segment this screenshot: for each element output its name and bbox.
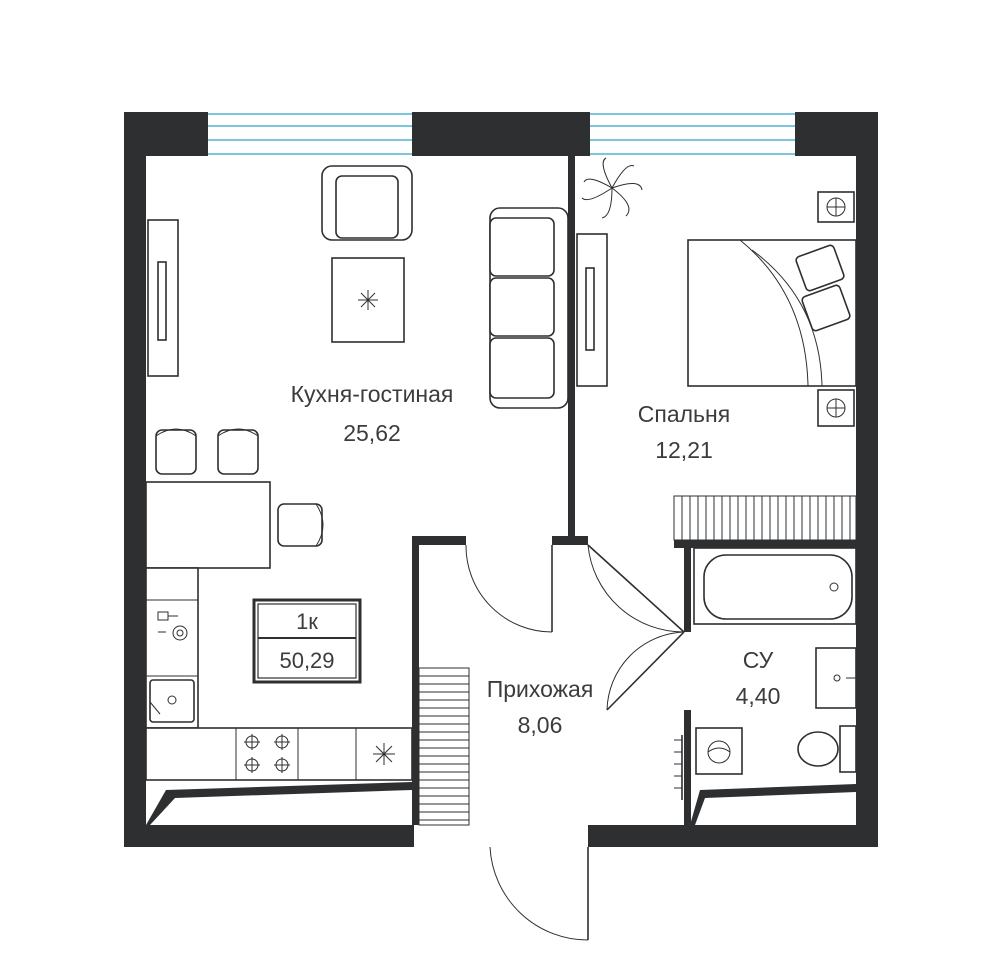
- bedroom-wardrobe: [576, 233, 608, 387]
- wall-bath-top: [674, 540, 856, 548]
- wall-hall-top-left: [412, 536, 466, 545]
- door-bedroom: [587, 544, 685, 633]
- apartment-total-area: 50,29: [279, 648, 334, 673]
- nightstand-bottom: [817, 389, 855, 427]
- room-labels: Кухня-гостиная 25,62 Спальня 12,21 Прихо…: [291, 381, 781, 738]
- wall-loggia-right: [690, 784, 856, 825]
- nightstand-top: [817, 191, 855, 223]
- window-kitchen: [208, 113, 412, 155]
- apartment-type: 1к: [296, 609, 318, 634]
- room-bathroom-area: 4,40: [736, 683, 781, 709]
- hallway-furniture: [418, 667, 683, 826]
- kitchen-sink: [149, 679, 195, 723]
- plant: [581, 157, 643, 219]
- apartment-summary-badge: 1к 50,29: [252, 598, 362, 684]
- wall-top-middle: [412, 112, 590, 156]
- window-bedroom: [590, 113, 795, 155]
- coffee-table: [331, 257, 405, 343]
- door-kitchen: [465, 544, 553, 633]
- dishwasher: [157, 611, 188, 641]
- room-kitchen-area: 25,62: [343, 420, 401, 446]
- wall-hall-top-right: [552, 536, 588, 545]
- windows: [208, 113, 795, 155]
- wall-bottom-left: [124, 825, 414, 847]
- bedroom-radiator: [673, 495, 857, 541]
- room-hallway-name: Прихожая: [487, 676, 594, 702]
- chair-2: [217, 428, 259, 475]
- bed: [687, 239, 857, 387]
- room-hallway-area: 8,06: [518, 712, 563, 738]
- wall-partition-bedroom: [568, 156, 575, 536]
- room-kitchen-name: Кухня-гостиная: [291, 381, 454, 407]
- armchair: [321, 165, 413, 241]
- fridge: [373, 743, 395, 765]
- toilet: [797, 725, 857, 773]
- room-bedroom-area: 12,21: [655, 437, 713, 463]
- bathtub: [693, 547, 857, 625]
- wall-right: [856, 112, 878, 847]
- room-bedroom-name: Спальня: [638, 401, 730, 427]
- door-bathroom: [606, 631, 685, 711]
- washing-machine: [695, 727, 743, 775]
- wall-bottom-right: [588, 825, 878, 847]
- wall-bath-left-upper: [684, 540, 691, 632]
- bathroom-fixtures: [693, 547, 857, 775]
- door-entrance: [489, 846, 589, 941]
- wall-bath-left-lower: [684, 710, 691, 825]
- walls: [124, 112, 878, 847]
- stove: [244, 734, 290, 773]
- doors: [465, 544, 685, 941]
- wall-loggia-left: [146, 782, 412, 825]
- hallway-wardrobe: [418, 667, 470, 826]
- tv-unit: [147, 219, 179, 377]
- wall-left: [124, 112, 146, 847]
- bathroom-sink: [815, 647, 857, 709]
- wall-hall-left: [412, 536, 419, 825]
- kitchen-living-furniture: [145, 165, 569, 781]
- sofa: [489, 207, 569, 409]
- bedroom-furniture: [576, 157, 857, 541]
- room-bathroom-name: СУ: [743, 647, 774, 673]
- dining-table: [145, 481, 271, 569]
- hallway-shoe-rack: [674, 735, 683, 800]
- chair-3: [277, 503, 324, 547]
- chair-1: [155, 428, 197, 475]
